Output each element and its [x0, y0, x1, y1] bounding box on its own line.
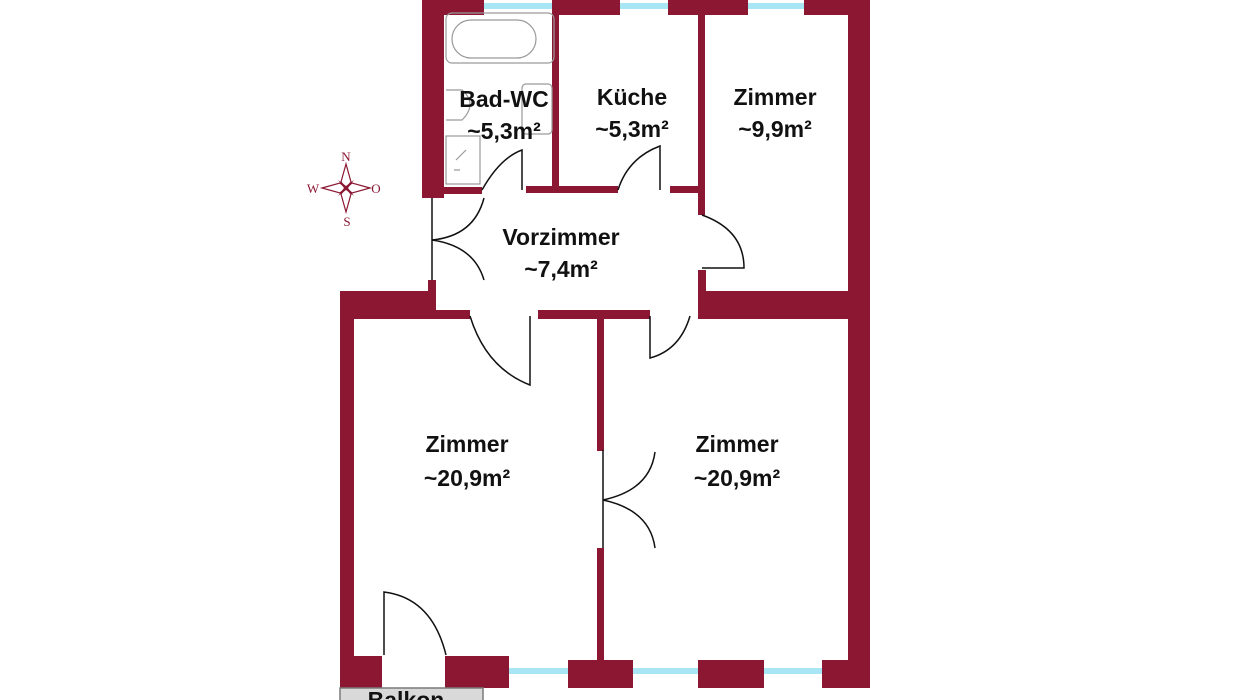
wall-kitchen-bottom-a — [526, 186, 618, 193]
door-big-right — [649, 315, 691, 359]
room-zimmer-left-area: ~20,9m² — [424, 465, 511, 491]
wall-right — [848, 0, 870, 688]
door-bath — [481, 148, 523, 191]
room-labels: Bad-WC ~5,3m² Küche ~5,3m² Zimmer ~9,9m²… — [424, 84, 817, 491]
balcony-label: Balkon — [368, 687, 445, 700]
room-kueche-name: Küche — [597, 84, 667, 110]
window-bottom-3 — [764, 668, 822, 674]
compass-o: O — [371, 181, 380, 196]
walls — [340, 0, 870, 688]
shower-head-icon — [454, 149, 467, 171]
compass-icon: N S W O — [307, 149, 381, 229]
bathtub-basin — [451, 19, 537, 59]
wall-big-partition-a — [597, 319, 604, 451]
wall-bath-left — [422, 0, 444, 198]
windows — [484, 3, 822, 674]
wall-big-top-b — [538, 310, 650, 319]
room-zimmer-right-area: ~20,9m² — [694, 465, 781, 491]
door-kitchen — [617, 144, 661, 191]
room-bad-name: Bad-WC — [459, 86, 548, 112]
window-bottom-1 — [509, 668, 568, 674]
compass-star — [338, 180, 354, 196]
wall-zimmer-bottom — [700, 291, 850, 319]
window-top-2 — [620, 3, 668, 9]
wall-top-3 — [668, 0, 748, 15]
toilet-icon — [446, 89, 471, 121]
room-zimmer-small-name: Zimmer — [733, 84, 816, 110]
wall-bath-kitchen — [552, 15, 559, 187]
room-vorzimmer-name: Vorzimmer — [502, 224, 619, 250]
wall-bath-bottom — [444, 187, 482, 194]
wall-top-2 — [552, 0, 620, 15]
bath-fixtures — [445, 12, 555, 185]
sink-icon — [521, 83, 553, 135]
compass-s: S — [343, 214, 350, 229]
doors — [383, 144, 745, 656]
wall-bottom-1 — [340, 656, 382, 688]
door-big-left — [469, 315, 531, 387]
wall-left — [340, 291, 354, 688]
room-kueche-area: ~5,3m² — [595, 116, 669, 142]
window-top-1 — [484, 3, 552, 9]
wall-kitchen-zimmer — [698, 15, 705, 215]
door-between-big — [602, 450, 656, 549]
wall-big-top-left — [340, 291, 432, 319]
room-vorzimmer-area: ~7,4m² — [524, 256, 598, 282]
wall-bottom-4 — [698, 660, 764, 688]
wall-bottom-3 — [568, 660, 633, 688]
balcony-area — [339, 687, 484, 700]
shower-icon — [445, 135, 481, 185]
compass-n: N — [341, 149, 351, 164]
room-bad-area: ~5,3m² — [467, 118, 541, 144]
wall-big-top-a — [432, 310, 470, 319]
door-zimmer-small — [701, 214, 745, 269]
window-top-3 — [748, 3, 804, 9]
wall-bottom-5 — [822, 660, 870, 688]
wall-bottom-2 — [445, 656, 509, 688]
wall-vor-right-lower — [698, 270, 706, 319]
door-entry — [431, 197, 485, 281]
compass-w: W — [307, 181, 320, 196]
room-zimmer-left-name: Zimmer — [425, 431, 508, 457]
wall-kitchen-bottom-b — [670, 186, 702, 193]
window-bottom-2 — [633, 668, 698, 674]
door-balcony — [383, 591, 447, 656]
room-zimmer-small-area: ~9,9m² — [738, 116, 812, 142]
wall-big-partition-b — [597, 548, 604, 660]
bathtub-frame — [445, 12, 555, 64]
room-zimmer-right-name: Zimmer — [695, 431, 778, 457]
